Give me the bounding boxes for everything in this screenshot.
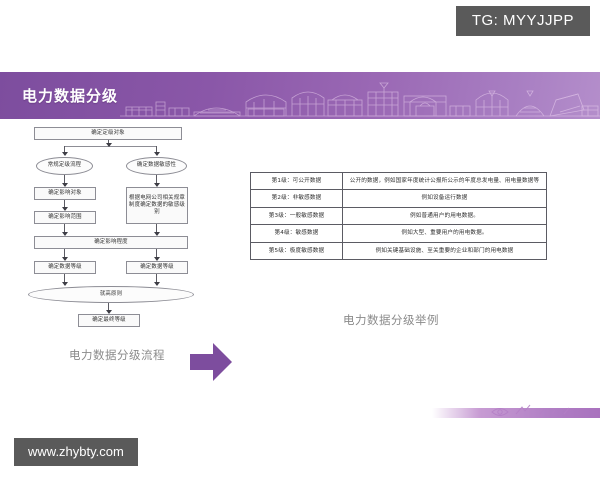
flow-connector-right-branch [153,146,160,156]
flow-node-start: 确定定级对象 [34,127,182,140]
flow-connector-start-down [105,140,112,147]
flow-node-left-branch: 常规定级流程 [36,157,93,175]
flow-node-rule: 就高原则 [28,286,194,303]
flow-connector-l5 [61,274,68,286]
flow-connector-l3 [61,224,68,236]
flow-node-left-level: 确定数据等级 [34,261,96,274]
table-cell-example: 例如关键基础设施、至关重要的企业和部门的用电数据 [342,241,547,260]
flow-node-left-1: 确定影响对象 [34,187,96,200]
table-caption: 电力数据分级举例 [343,313,439,327]
flow-node-right-level: 确定数据等级 [126,261,188,274]
table-cell-example: 例如设备运行数据 [342,189,547,208]
footer-gradient-band [0,408,600,418]
grade-example-table: 第1级：可公开数据 公开的数据，例如国家年度统计公报所公示的年度总发电量、用电量… [250,171,547,260]
table-cell-level: 第2级：非敏感数据 [250,189,343,208]
table-cell-level: 第1级：可公开数据 [250,171,343,191]
city-skyline-icon [120,82,600,117]
site-url-watermark: www.zhybty.com [14,438,138,466]
flow-connector-l4 [61,249,68,261]
table-cell-level: 第3级：一般敏感数据 [250,206,343,226]
slide-content: 确定定级对象 常规定级流程 确定数据敏感性 确定影响对象 确定影响范围 根据电网… [0,119,600,409]
flow-node-final: 确定最终等级 [78,314,140,327]
table-body: 第1级：可公开数据 公开的数据，例如国家年度统计公报所公示的年度总发电量、用电量… [250,171,547,260]
data-grading-flowchart: 确定定级对象 常规定级流程 确定数据敏感性 确定影响对象 确定影响范围 根据电网… [22,127,212,327]
table-row: 第3级：一般敏感数据 例如普通用户的用电数据。 [250,206,547,226]
flow-connector-r1 [153,175,160,187]
flow-connector-l1 [61,175,68,187]
flow-node-merge: 确定影响程度 [34,236,188,249]
flow-connector-r3 [153,224,160,236]
page-title: 电力数据分级 [22,87,119,105]
flow-node-left-2: 确定影响范围 [34,211,96,224]
flow-connector-left-branch [61,146,68,156]
flow-connector-r4 [153,249,160,261]
table-cell-example: 例如普通用户的用电数据。 [342,206,547,226]
table-row: 第1级：可公开数据 公开的数据，例如国家年度统计公报所公示的年度总发电量、用电量… [250,171,547,191]
tg-watermark-tag: TG: MYYJJPP [455,6,590,36]
flow-node-right-branch: 确定数据敏感性 [126,157,187,175]
table-cell-example: 公开的数据，例如国家年度统计公报所公示的年度总发电量、用电量数据等 [342,171,547,191]
flow-node-right-1: 根据电网公司相关规章制度确定数据的敏感级别 [126,187,188,224]
header-banner [0,72,600,119]
table-cell-level: 第4级：敏感数据 [250,224,343,243]
table-row: 第2级：非敏感数据 例如设备运行数据 [250,189,547,208]
table-cell-level: 第5级：极度敏感数据 [250,241,343,260]
flow-connector-final [105,303,112,314]
purple-right-arrow-icon [188,341,234,383]
flow-connector-r5 [153,274,160,286]
table-row: 第5级：极度敏感数据 例如关键基础设施、至关重要的企业和部门的用电数据 [250,241,547,260]
flow-connector-l2 [61,200,68,211]
table-cell-example: 例如大型、重要用户的用电数据。 [342,224,547,243]
footer-ornament-icon [491,404,570,416]
table-row: 第4级：敏感数据 例如大型、重要用户的用电数据。 [250,224,547,243]
flowchart-caption: 电力数据分级流程 [69,348,165,362]
